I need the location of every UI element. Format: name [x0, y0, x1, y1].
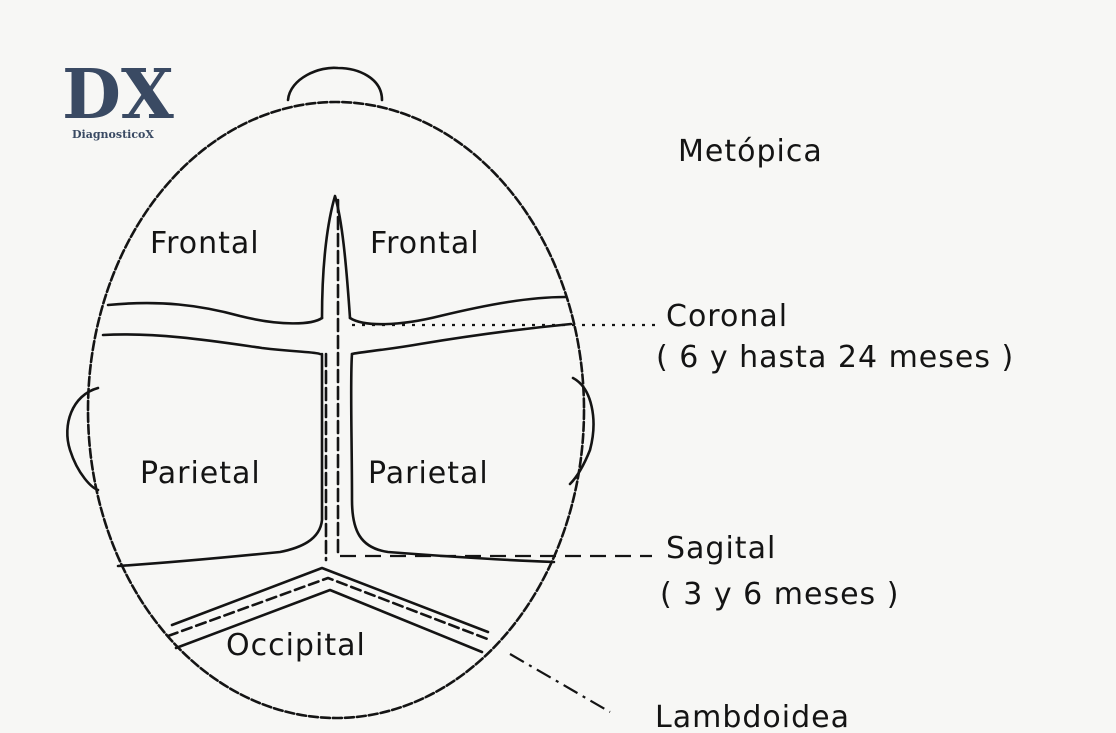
- right-ear: [570, 378, 593, 484]
- lambdoidea-leader-line: [510, 654, 610, 712]
- logo-mark: DX: [62, 55, 174, 135]
- logo-caption: DiagnosticoX: [72, 128, 154, 141]
- label-sagital-age: ( 3 y 6 meses ): [660, 577, 899, 612]
- diagnosticox-logo: DX DiagnosticoX: [62, 55, 174, 141]
- skull-outline: [88, 102, 584, 718]
- label-parietal-left: Parietal: [140, 456, 261, 491]
- label-frontal-left: Frontal: [150, 226, 260, 261]
- label-occipital: Occipital: [226, 628, 366, 663]
- nose-outline: [288, 68, 382, 100]
- coronal-suture-lower-right: [352, 324, 571, 354]
- label-metopica: Metópica: [678, 134, 823, 169]
- coronal-suture-lower-left: [103, 334, 320, 354]
- label-lambdoidea: Lambdoidea: [655, 700, 850, 733]
- metopic-suture: [322, 196, 350, 318]
- coronal-suture-upper-left: [108, 303, 322, 323]
- label-coronal: Coronal: [666, 299, 788, 334]
- label-sagital: Sagital: [666, 531, 776, 566]
- label-frontal-right: Frontal: [370, 226, 480, 261]
- label-coronal-age: ( 6 y hasta 24 meses ): [656, 340, 1014, 375]
- label-parietal-right: Parietal: [368, 456, 489, 491]
- coronal-suture-upper-right: [350, 297, 565, 324]
